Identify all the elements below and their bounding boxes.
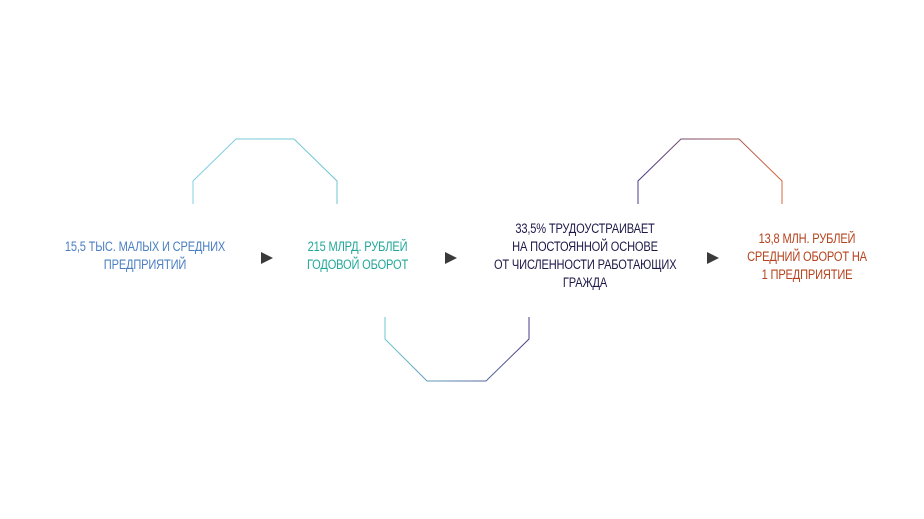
- step-3-line-4: гражда: [562, 275, 608, 290]
- connector-arc-bottom: [384, 317, 530, 382]
- step-annual-turnover: 215 млрд. рублей годовой оборот: [294, 238, 421, 274]
- step-average-turnover: 13,8 млн. рублей средний оборот на 1 пре…: [737, 230, 876, 284]
- step-employment-share: 33,5% трудоустраивает на постоянной осно…: [493, 220, 677, 292]
- arrow-right-icon: [445, 252, 457, 264]
- step-3-line-1: 33,5% трудоустраивает: [515, 221, 655, 236]
- step-2-line-1: 215 млрд. рублей: [307, 239, 408, 254]
- arrow-right-icon: [707, 252, 719, 264]
- arrow-right-icon: [261, 252, 273, 264]
- step-4-line-2: средний оборот на: [747, 249, 867, 264]
- step-1-line-1: 15,5 тыс. малых и средних: [64, 239, 226, 254]
- connector-arc-top-left: [192, 138, 338, 204]
- step-3-line-3: от численности работающих: [493, 257, 677, 272]
- step-2-line-2: годовой оборот: [306, 257, 409, 272]
- step-small-medium-enterprises: 15,5 тыс. малых и средних предприятий: [59, 238, 231, 274]
- step-3-line-2: на постоянной основе: [512, 239, 658, 254]
- connector-arc-top-right: [637, 138, 783, 204]
- step-4-line-3: 1 предприятие: [761, 267, 853, 282]
- step-4-line-1: 13,8 млн. рублей: [758, 231, 856, 246]
- step-1-line-2: предприятий: [103, 257, 187, 272]
